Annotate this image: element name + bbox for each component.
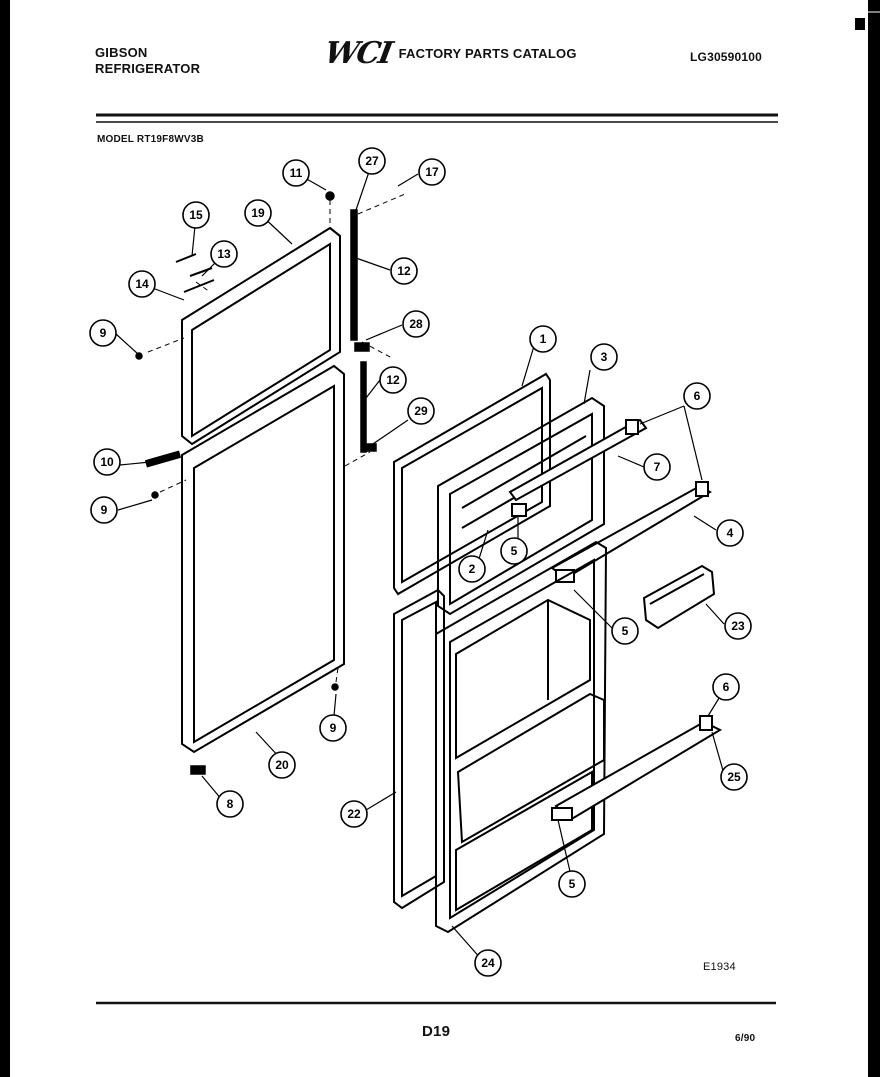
callout-bubbles <box>89 147 752 977</box>
callout-5-lower: 5 <box>569 877 576 891</box>
callout-19: 19 <box>251 206 265 220</box>
callout-7: 7 <box>654 460 661 474</box>
callout-9-upper: 9 <box>100 326 107 340</box>
dashed-leaders <box>147 193 406 683</box>
callout-6-upper: 6 <box>694 389 701 403</box>
fresh-food-shelf-rail <box>551 715 723 822</box>
callout-labels: 11 27 17 15 19 13 14 12 9 28 1 3 12 6 29… <box>100 154 745 970</box>
callout-9-middle: 9 <box>101 503 108 517</box>
catalog-header: WCI FACTORY PARTS CATALOG <box>322 36 577 71</box>
callout-9-lower: 9 <box>330 721 337 735</box>
revision-date: 6/90 <box>735 1033 756 1044</box>
fresh-food-inner-liner <box>435 540 608 934</box>
callout-3: 3 <box>601 350 608 364</box>
product-type: REFRIGERATOR <box>95 61 201 76</box>
brand-block: GIBSON REFRIGERATOR <box>95 45 200 77</box>
callout-15: 15 <box>189 208 203 222</box>
callout-25: 25 <box>727 770 741 784</box>
left-hardware <box>135 191 377 775</box>
callout-28: 28 <box>409 317 423 331</box>
callout-2: 2 <box>469 562 476 576</box>
freezer-gasket <box>393 372 551 596</box>
freezer-door-outer <box>181 226 341 446</box>
dairy-compartment-23 <box>642 564 716 630</box>
freezer-shelf-rails <box>508 418 712 583</box>
callout-12-lower: 12 <box>386 373 400 387</box>
callout-5-upper: 5 <box>511 544 518 558</box>
callout-8: 8 <box>227 797 234 811</box>
callout-20: 20 <box>275 758 289 772</box>
callout-13: 13 <box>217 247 231 261</box>
catalog-title: FACTORY PARTS CATALOG <box>398 46 577 61</box>
brand-name: GIBSON <box>95 45 148 60</box>
model-number: MODEL RT19F8WV3B <box>97 134 204 145</box>
callout-14: 14 <box>135 277 149 291</box>
callout-24: 24 <box>481 956 495 970</box>
rules <box>96 113 778 1005</box>
callout-22: 22 <box>347 807 361 821</box>
page-number: D19 <box>422 1023 451 1040</box>
callout-29: 29 <box>414 404 428 418</box>
callout-5-middle: 5 <box>622 624 629 638</box>
callout-11: 11 <box>290 166 303 180</box>
callout-1: 1 <box>540 332 547 346</box>
callout-4: 4 <box>727 526 734 540</box>
callout-17: 17 <box>425 165 439 179</box>
fresh-food-door-outer <box>181 364 345 754</box>
callout-10: 10 <box>100 455 114 469</box>
callout-27: 27 <box>365 154 379 168</box>
callout-23: 23 <box>731 619 745 633</box>
catalog-number: LG30590100 <box>690 50 763 64</box>
callout-12-upper: 12 <box>397 264 411 278</box>
drawing-code: E1934 <box>703 961 736 973</box>
callout-6-lower: 6 <box>723 680 730 694</box>
